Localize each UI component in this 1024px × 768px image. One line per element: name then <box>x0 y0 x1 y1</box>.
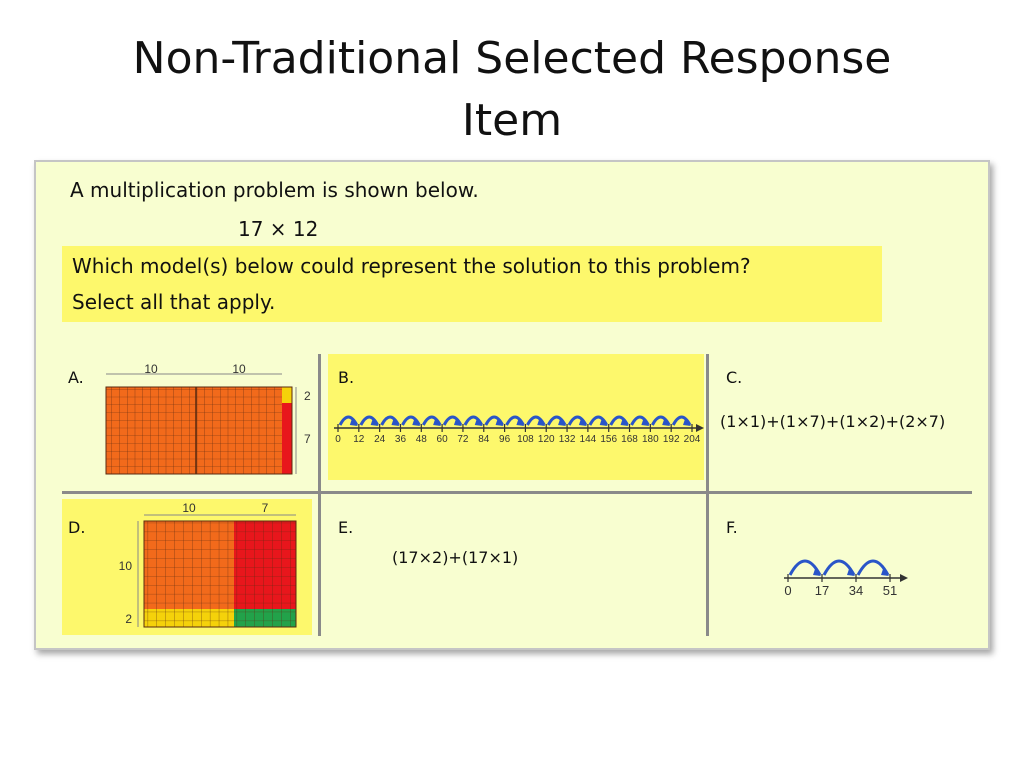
option-b-tick-label: 192 <box>663 434 680 445</box>
arrowhead-icon <box>349 419 358 426</box>
divider-vertical-left <box>318 354 321 636</box>
arrowhead-icon <box>391 419 400 426</box>
option-b-tick-label: 168 <box>621 434 638 445</box>
question-text: Which model(s) below could represent the… <box>72 254 751 278</box>
arc-jump-icon <box>380 415 400 426</box>
option-b-tick-label: 204 <box>684 434 701 445</box>
arrowhead-icon <box>620 419 629 426</box>
option-b-tick-label: 24 <box>374 434 386 445</box>
option-c-label: C. <box>726 368 743 387</box>
arc-jump-icon <box>421 415 442 426</box>
arc-jump-icon <box>856 559 890 576</box>
problem-expression: 17 × 12 <box>238 217 319 241</box>
arrowhead-icon <box>599 419 608 426</box>
option-b-tick-label: 144 <box>580 434 597 445</box>
arc-jump-icon <box>822 559 856 576</box>
option-b-tick-label: 108 <box>517 434 534 445</box>
option-f-tick-label: 51 <box>883 583 897 598</box>
option-b-tick-label: 156 <box>600 434 617 445</box>
arc-jump-icon <box>338 415 359 426</box>
option-d-top-label-1: 10 <box>182 501 196 515</box>
arc-jump-icon <box>588 415 609 426</box>
question-panel: A multiplication problem is shown below.… <box>34 160 990 650</box>
arc-jump-icon <box>546 415 567 426</box>
arrowhead-icon <box>900 574 908 582</box>
question-highlight: Which model(s) below could represent the… <box>62 246 882 322</box>
option-b-tick-label: 120 <box>538 434 555 445</box>
instruction-text: Select all that apply. <box>72 290 276 314</box>
option-a-top-label-1: 10 <box>144 362 158 376</box>
option-a-top-label-2: 10 <box>232 362 246 376</box>
arrowhead-icon <box>537 419 546 426</box>
option-a-area-model: 10 10 2 7 <box>105 362 311 475</box>
option-d-side-label-2: 2 <box>125 612 132 626</box>
arc-jump-icon <box>442 415 463 426</box>
arrowhead-icon <box>578 419 587 426</box>
option-b-tick-label: 48 <box>416 434 428 445</box>
option-f-tick-label: 0 <box>784 583 791 598</box>
option-b-tick-label: 132 <box>559 434 576 445</box>
arc-jump-icon <box>630 415 650 426</box>
problem-intro: A multiplication problem is shown below. <box>70 178 479 202</box>
option-b-tick-label: 72 <box>457 434 469 445</box>
arrowhead-icon <box>433 419 442 426</box>
divider-horizontal <box>62 491 972 494</box>
arrowhead-icon <box>696 424 704 432</box>
option-b-tick-label: 0 <box>335 434 341 445</box>
arc-jump-icon <box>651 415 671 426</box>
arrowhead-icon <box>662 419 671 426</box>
option-a-side-label-1: 2 <box>304 389 311 403</box>
arc-jump-icon <box>359 415 379 426</box>
arc-jump-icon <box>505 415 525 426</box>
title-line-2: Item <box>461 95 563 146</box>
arc-jump-icon <box>401 415 421 426</box>
option-f-tick-label: 34 <box>849 583 863 598</box>
option-d-area-model: 10 7 10 2 <box>119 501 297 628</box>
arrowhead-icon <box>495 419 504 426</box>
option-e-expression: (17×2)+(17×1) <box>392 548 519 567</box>
option-b-tick-label: 84 <box>478 434 490 445</box>
option-d-label: D. <box>68 518 86 537</box>
arrowhead-icon <box>370 419 379 426</box>
option-a-label: A. <box>68 368 84 387</box>
arc-jump-icon <box>609 415 629 426</box>
arc-jump-icon <box>567 415 588 426</box>
option-d-side-label-1: 10 <box>119 559 133 573</box>
option-b-label: B. <box>338 368 355 387</box>
arrowhead-icon <box>453 419 462 426</box>
arrowhead-icon <box>516 419 525 426</box>
option-b-tick-label: 36 <box>395 434 407 445</box>
arrowhead-icon <box>683 419 691 426</box>
arrowhead-icon <box>847 569 855 576</box>
option-f-tick-label: 17 <box>815 583 829 598</box>
arrowhead-icon <box>412 419 421 426</box>
option-b-tick-label: 180 <box>642 434 659 445</box>
arc-jump-icon <box>788 559 822 576</box>
option-b-tick-label: 12 <box>353 434 365 445</box>
option-f-number-line: 0 17 34 51 <box>784 559 908 598</box>
arc-jump-icon <box>671 415 692 426</box>
arc-jump-icon <box>484 415 504 426</box>
title-line-1: Non-Traditional Selected Response <box>132 33 892 84</box>
option-c-expression: (1×1)+(1×7)+(1×2)+(2×7) <box>720 412 946 431</box>
option-b-tick-label: 60 <box>437 434 449 445</box>
option-f-label: F. <box>726 518 738 537</box>
slide-title: Non-Traditional Selected Response Item <box>0 28 1024 152</box>
arrowhead-icon <box>813 569 821 576</box>
option-b-tick-label: 96 <box>499 434 511 445</box>
divider-vertical-right <box>706 354 709 636</box>
option-a-side-label-2: 7 <box>304 432 311 446</box>
arrowhead-icon <box>881 569 889 576</box>
arrowhead-icon <box>474 419 483 426</box>
arc-jump-icon <box>463 415 484 426</box>
arc-jump-icon <box>526 415 546 426</box>
option-d-top-label-2: 7 <box>262 501 269 515</box>
arrowhead-icon <box>558 419 567 426</box>
option-e-label: E. <box>338 518 354 537</box>
arrowhead-icon <box>641 419 650 426</box>
